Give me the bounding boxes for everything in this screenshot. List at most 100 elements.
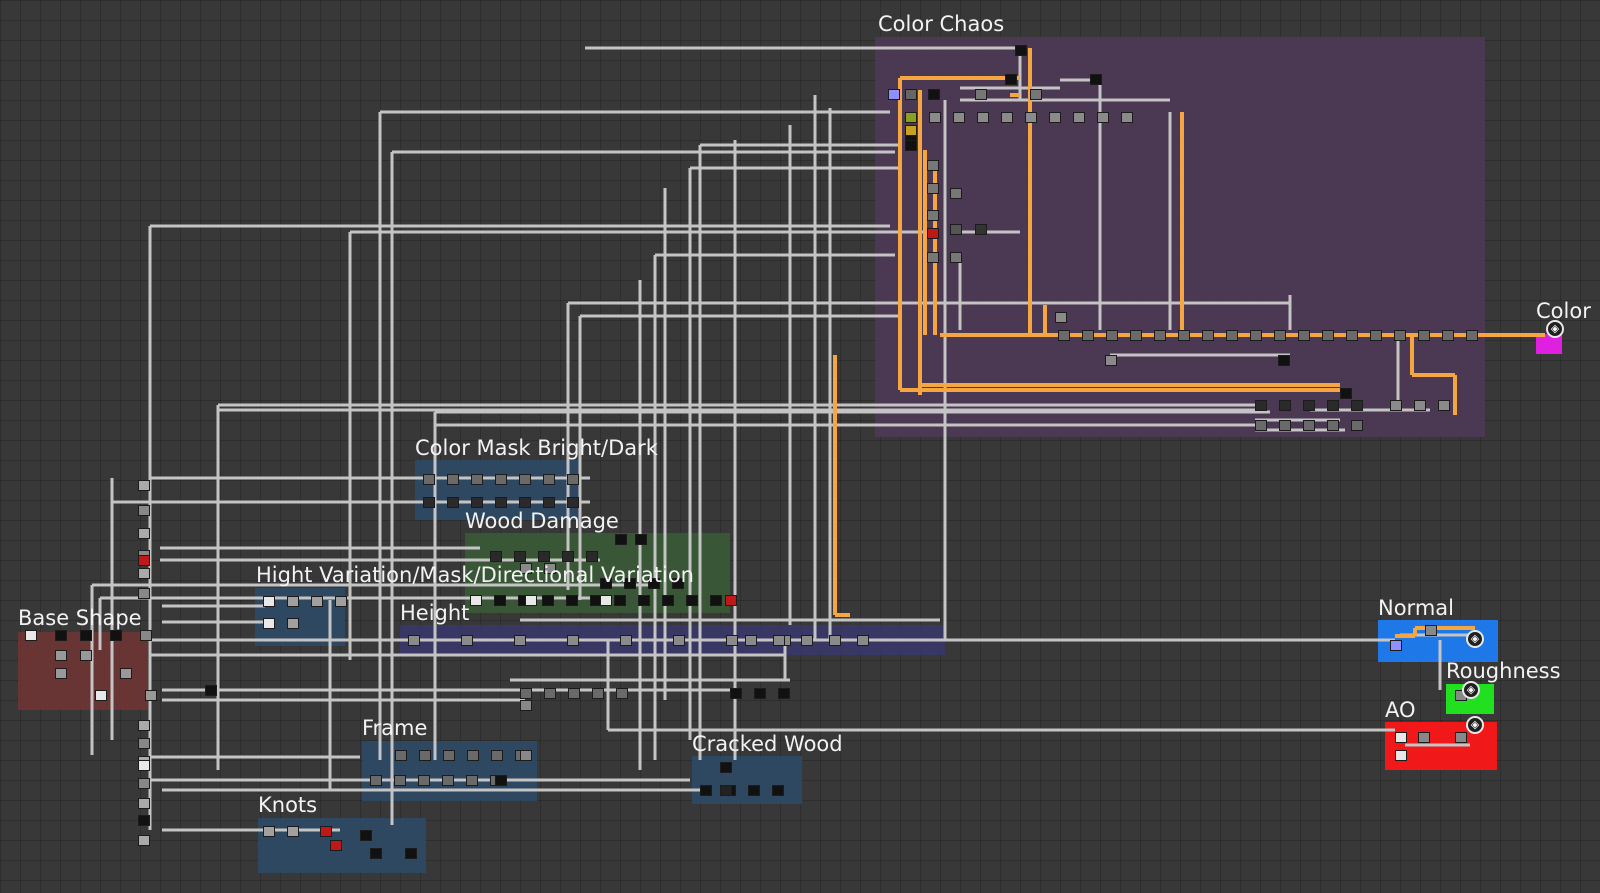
graph-node[interactable] [1390,640,1402,651]
graph-node[interactable] [490,551,502,562]
graph-node[interactable] [287,596,299,607]
graph-node[interactable] [648,578,660,589]
graph-node[interactable] [720,785,732,796]
graph-node[interactable] [335,596,347,607]
graph-node[interactable] [520,688,532,699]
graph-node[interactable] [138,528,150,539]
graph-node[interactable] [138,760,150,771]
graph-node[interactable] [905,89,917,100]
graph-node[interactable] [405,848,417,859]
graph-node[interactable] [725,595,737,606]
graph-node[interactable] [754,688,766,699]
graph-node[interactable] [419,750,431,761]
graph-node[interactable] [447,497,459,508]
graph-node[interactable] [466,775,478,786]
graph-node[interactable] [905,112,917,123]
graph-node[interactable] [408,635,420,646]
output-icon[interactable]: ◈ [1466,716,1484,734]
graph-node[interactable] [1279,420,1291,431]
graph-node[interactable] [1015,45,1027,56]
graph-node[interactable] [514,551,526,562]
graph-node[interactable] [519,474,531,485]
graph-node[interactable] [662,595,674,606]
graph-node[interactable] [138,555,150,566]
graph-node[interactable] [745,635,757,646]
graph-node[interactable] [726,635,738,646]
graph-node[interactable] [138,778,150,789]
graph-node[interactable] [927,210,939,221]
frame-cracked-wood[interactable] [692,756,802,804]
graph-node[interactable] [320,826,332,837]
graph-node[interactable] [1226,330,1238,341]
graph-node[interactable] [495,497,507,508]
graph-node[interactable] [370,775,382,786]
graph-node[interactable] [1278,355,1290,366]
graph-node[interactable] [778,688,790,699]
graph-node[interactable] [562,551,574,562]
graph-node[interactable] [543,497,555,508]
graph-node[interactable] [1327,420,1339,431]
graph-node[interactable] [543,474,555,485]
graph-node[interactable] [467,750,479,761]
graph-node[interactable] [520,700,532,711]
graph-node[interactable] [263,596,275,607]
graph-node[interactable] [1327,400,1339,411]
graph-node[interactable] [620,635,632,646]
graph-node[interactable] [80,630,92,641]
graph-node[interactable] [287,618,299,629]
graph-node[interactable] [514,635,526,646]
graph-node[interactable] [25,630,37,641]
graph-node[interactable] [1351,400,1363,411]
graph-node[interactable] [538,551,550,562]
graph-node[interactable] [1322,330,1334,341]
graph-node[interactable] [1055,312,1067,323]
graph-node[interactable] [1105,355,1117,366]
graph-node[interactable] [1442,330,1454,341]
graph-node[interactable] [80,650,92,661]
graph-node[interactable] [950,224,962,235]
graph-node[interactable] [491,750,503,761]
graph-node[interactable] [953,112,965,123]
graph-node[interactable] [700,785,712,796]
frame-knots[interactable] [258,818,426,873]
graph-node[interactable] [55,630,67,641]
graph-node[interactable] [1466,330,1478,341]
graph-node[interactable] [394,775,406,786]
graph-node[interactable] [423,474,435,485]
graph-node[interactable] [145,690,157,701]
graph-node[interactable] [927,252,939,263]
graph-node[interactable] [710,595,722,606]
graph-node[interactable] [110,630,122,641]
output-icon[interactable]: ◈ [1462,681,1480,699]
graph-node[interactable] [928,89,940,100]
graph-node[interactable] [138,720,150,731]
graph-node[interactable] [471,497,483,508]
graph-node[interactable] [1255,400,1267,411]
graph-node[interactable] [1390,400,1402,411]
output-icon[interactable]: ◈ [1546,320,1564,338]
graph-node[interactable] [1025,112,1037,123]
graph-node[interactable] [138,835,150,846]
graph-node[interactable] [138,480,150,491]
output-icon[interactable]: ◈ [1466,630,1484,648]
graph-node[interactable] [1082,330,1094,341]
graph-node[interactable] [138,568,150,579]
graph-node[interactable] [1106,330,1118,341]
graph-node[interactable] [495,775,507,786]
graph-node[interactable] [927,228,939,239]
graph-node[interactable] [520,563,532,574]
graph-node[interactable] [568,688,580,699]
graph-node[interactable] [673,635,685,646]
graph-node[interactable] [888,89,900,100]
graph-node[interactable] [442,775,454,786]
graph-node[interactable] [1097,112,1109,123]
graph-node[interactable] [120,668,132,679]
graph-node[interactable] [1001,112,1013,123]
graph-node[interactable] [55,650,67,661]
graph-node[interactable] [138,588,150,599]
graph-node[interactable] [519,497,531,508]
graph-node[interactable] [542,595,554,606]
graph-node[interactable] [1090,74,1102,85]
graph-node[interactable] [748,785,760,796]
